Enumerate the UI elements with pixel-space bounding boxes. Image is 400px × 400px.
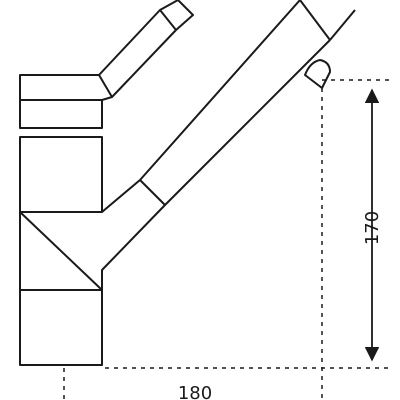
cartridge-housing bbox=[19, 74, 113, 129]
faucet-body-upper bbox=[19, 136, 103, 213]
extension-lines bbox=[63, 79, 390, 400]
width-dimension-label: 180 bbox=[178, 383, 212, 400]
spout-nozzle bbox=[304, 59, 331, 89]
lever-handle-arm bbox=[98, 9, 177, 98]
spout-top-edge bbox=[101, 0, 301, 213]
spout-bottom-edge bbox=[101, 39, 331, 290]
faucet-body bbox=[19, 0, 356, 366]
height-dimension-label: 170 bbox=[362, 211, 383, 245]
lever-handle-tip bbox=[159, 0, 194, 31]
faucet-body-lower bbox=[19, 211, 103, 366]
